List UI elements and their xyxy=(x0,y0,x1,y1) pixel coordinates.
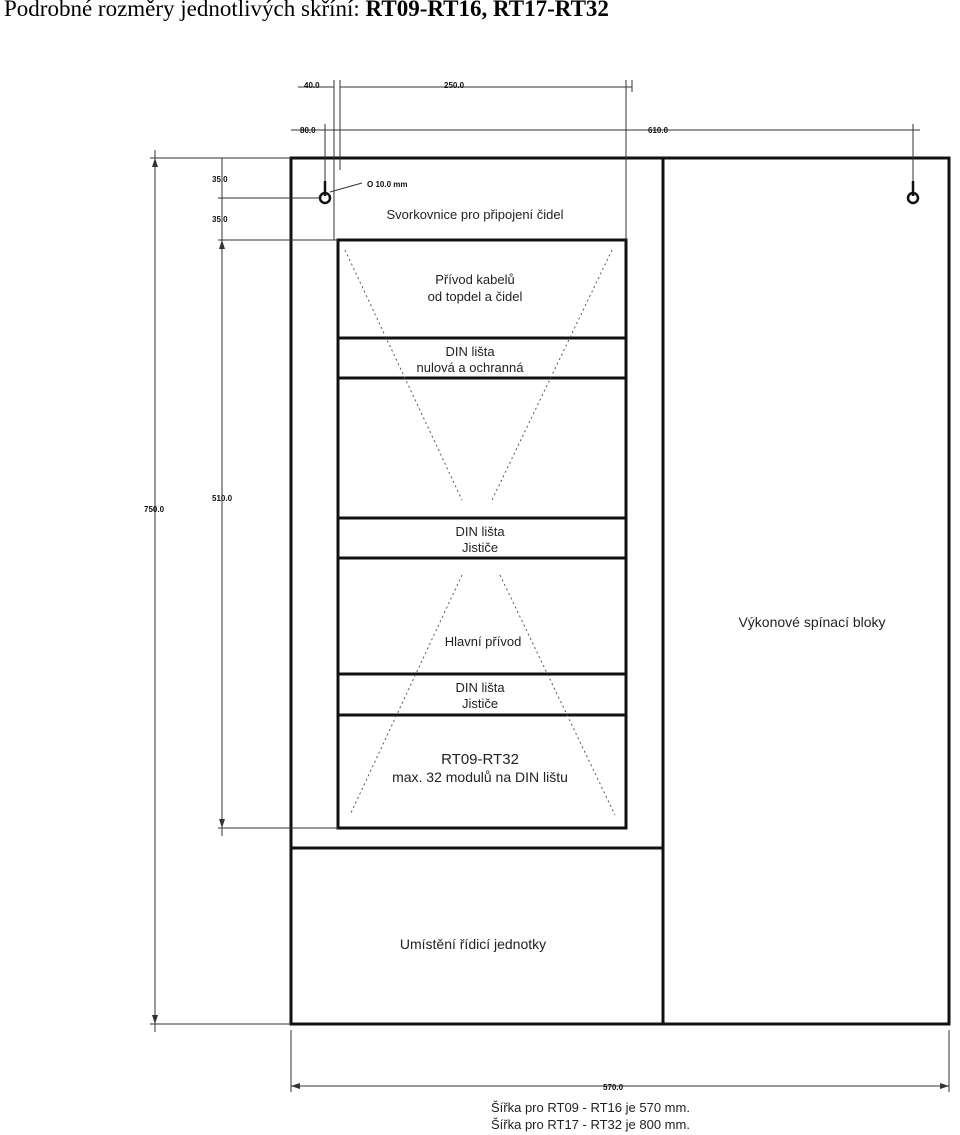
dim-250: 250.0 xyxy=(444,81,465,90)
dim-510: 510.0 xyxy=(212,494,233,503)
label-power-blocks: Výkonové spínací bloky xyxy=(738,614,885,630)
diagonal-lower-right xyxy=(499,574,616,816)
label-cable-entry-1: Přívod kabelů xyxy=(435,272,515,287)
dim-570: 570.0 xyxy=(603,1083,624,1092)
page-title-models: RT09-RT16, RT17-RT32 xyxy=(365,0,609,21)
note-width-rt17-rt32: Šířka pro RT17 - RT32 je 800 mm. xyxy=(491,1117,690,1132)
dim-hole: O 10.0 mm xyxy=(367,180,407,189)
cabinet-frame xyxy=(289,156,951,1026)
page-title: Podrobné rozměry jednotlivých skříní: RT… xyxy=(4,0,609,22)
mounting-hole-left-icon xyxy=(318,181,332,205)
diagonal-upper-right xyxy=(491,249,613,501)
label-main-supply: Hlavní přívod xyxy=(445,634,522,649)
mounting-hole-right-icon xyxy=(906,181,920,205)
label-model: RT09-RT32 xyxy=(441,751,519,768)
label-din-2b: Jističe xyxy=(462,540,498,555)
dimension-lines xyxy=(150,80,950,1092)
dim-40: 40.0 xyxy=(304,81,320,90)
cabinet-outline xyxy=(289,156,951,1026)
dim-610: 610.0 xyxy=(648,126,669,135)
page-title-text: Podrobné rozměry jednotlivých skříní: xyxy=(4,0,366,21)
label-din-1b: nulová a ochranná xyxy=(417,360,525,375)
diagonal-upper-left xyxy=(344,249,463,501)
dim-35-bottom: 35.0 xyxy=(212,215,228,224)
mounting-holes xyxy=(318,181,920,205)
dim-35-top: 35.0 xyxy=(212,175,228,184)
label-din-3a: DIN lišta xyxy=(455,680,505,695)
dim-750: 750.0 xyxy=(144,505,165,514)
dim-80: 80.0 xyxy=(300,126,316,135)
label-terminals: Svorkovnice pro připojení čidel xyxy=(386,207,563,222)
din-panel xyxy=(336,238,628,830)
label-din-3b: Jističe xyxy=(462,696,498,711)
dimension-arrows xyxy=(152,158,949,1089)
label-din-1a: DIN lišta xyxy=(445,344,495,359)
label-control-unit: Umístění řídicí jednotky xyxy=(400,936,546,952)
din-panel-frame xyxy=(336,238,628,830)
label-cable-entry-2: od topdel a čidel xyxy=(428,289,523,304)
note-width-rt09-rt16: Šířka pro RT09 - RT16 je 570 mm. xyxy=(491,1100,690,1115)
diagonal-guides xyxy=(344,249,616,816)
label-din-2a: DIN lišta xyxy=(455,524,505,539)
label-max-modules: max. 32 modulů na DIN lištu xyxy=(392,769,568,785)
diagonal-lower-left xyxy=(349,574,463,816)
